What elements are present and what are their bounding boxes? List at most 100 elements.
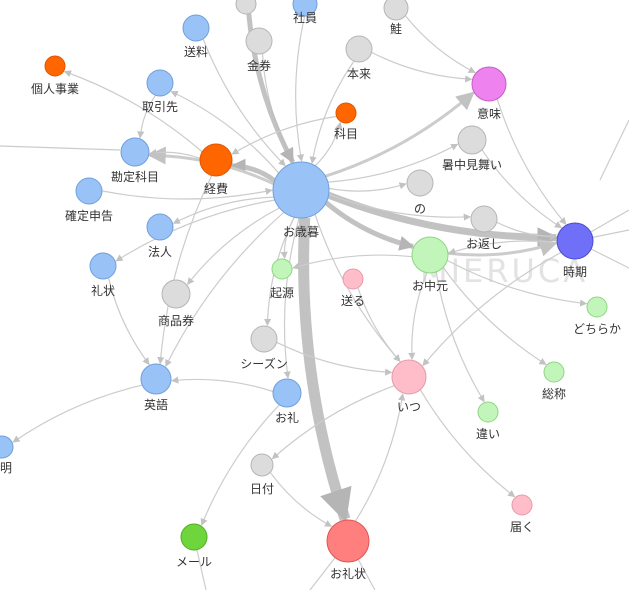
- node-torihiki[interactable]: 取引先: [142, 69, 178, 114]
- node-circle[interactable]: [477, 401, 499, 423]
- node-label: の: [414, 202, 426, 216]
- node-circle[interactable]: [411, 236, 449, 274]
- node-circle[interactable]: [182, 14, 210, 42]
- node-soryo[interactable]: 送料: [182, 14, 210, 59]
- node-shochu[interactable]: 暑中見舞い: [442, 125, 502, 172]
- node-kinken[interactable]: 金券: [245, 27, 273, 73]
- node-hizuke[interactable]: 日付: [250, 453, 274, 496]
- edge-oseibo-hojin: [172, 196, 274, 224]
- edge-kamoku-keihi: [231, 115, 337, 155]
- node-kakutei[interactable]: 確定申告: [65, 177, 113, 223]
- node-circle[interactable]: [245, 27, 273, 55]
- node-season[interactable]: シーズン: [240, 325, 288, 371]
- node-circle[interactable]: [556, 222, 594, 260]
- edge-ochugen-itsu: [408, 272, 428, 361]
- node-circle[interactable]: [250, 325, 278, 353]
- node-okaeshi[interactable]: お返し: [466, 205, 502, 251]
- node-jiki[interactable]: 時期: [556, 222, 594, 279]
- edge-eigo-mei: [12, 384, 143, 443]
- node-circle[interactable]: [0, 435, 14, 459]
- node-circle[interactable]: [457, 125, 487, 155]
- node-circle[interactable]: [250, 453, 274, 477]
- node-circle[interactable]: [271, 258, 293, 280]
- node-orei[interactable]: お礼: [272, 378, 302, 425]
- node-circle[interactable]: [345, 35, 373, 63]
- node-kamoku[interactable]: 科目: [334, 102, 358, 141]
- node-circle[interactable]: [44, 55, 66, 77]
- node-sake[interactable]: 鮭: [383, 0, 409, 36]
- node-shain[interactable]: 社員: [292, 0, 318, 25]
- node-keihi[interactable]: 経費: [199, 143, 233, 196]
- node-label: 確定申告: [65, 208, 113, 223]
- node-label: 違い: [476, 427, 500, 441]
- node-ochugen[interactable]: お中元: [411, 236, 449, 293]
- node-hojin[interactable]: 法人: [146, 213, 174, 259]
- node-reijo[interactable]: 礼状: [89, 252, 117, 298]
- node-circle[interactable]: [146, 213, 174, 241]
- node-circle[interactable]: [383, 0, 409, 21]
- node-okuru[interactable]: 送る: [341, 268, 365, 308]
- node-mail[interactable]: メール: [176, 523, 212, 569]
- node-label: 取引先: [142, 100, 178, 114]
- node-mei[interactable]: 明: [0, 435, 14, 475]
- node-circle[interactable]: [272, 378, 302, 408]
- node-shohinken[interactable]: 商品券: [158, 279, 194, 328]
- node-chigai[interactable]: 違い: [476, 401, 500, 441]
- node-honrai[interactable]: 本来: [345, 35, 373, 81]
- node-circle[interactable]: [140, 363, 172, 395]
- node-orei_jo[interactable]: お礼状: [326, 519, 370, 581]
- node-label: 科目: [334, 127, 358, 141]
- node-circle[interactable]: [470, 205, 498, 233]
- node-circle[interactable]: [199, 143, 233, 177]
- edge-shochu-jiki: [481, 149, 563, 229]
- edge-oseibo-eigo: [165, 211, 285, 367]
- node-label: 経費: [204, 181, 228, 196]
- node-circle[interactable]: [75, 177, 103, 205]
- node-dochiraka[interactable]: どちらか: [573, 296, 621, 336]
- node-circle[interactable]: [342, 268, 364, 290]
- node-circle[interactable]: [326, 519, 370, 563]
- edge-shain-oseibo: [295, 15, 306, 162]
- node-kanjo[interactable]: 勘定科目: [111, 137, 159, 184]
- node-label: 勘定科目: [111, 169, 159, 184]
- node-sosho[interactable]: 総称: [542, 361, 566, 401]
- node-kojin[interactable]: 個人事業: [31, 55, 79, 96]
- node-circle[interactable]: [543, 361, 565, 383]
- node-circle[interactable]: [471, 66, 507, 102]
- node-circle[interactable]: [391, 359, 427, 395]
- node-label: 送料: [184, 44, 208, 59]
- node-circle[interactable]: [335, 102, 357, 124]
- node-circle[interactable]: [586, 296, 608, 318]
- node-no[interactable]: の: [406, 169, 434, 216]
- node-eigo[interactable]: 英語: [140, 363, 172, 412]
- node-circle[interactable]: [272, 161, 330, 219]
- node-circle[interactable]: [406, 169, 434, 197]
- edge-oseibo-no: [328, 182, 407, 192]
- node-label: シーズン: [240, 356, 287, 371]
- node-label: お礼: [275, 410, 299, 425]
- node-imi[interactable]: 意味: [471, 66, 507, 121]
- node-label: 明: [0, 461, 12, 475]
- edge-oseibo-shohinken: [187, 207, 280, 285]
- node-itsu[interactable]: いつ: [391, 359, 427, 414]
- edge-honrai-oseibo: [309, 60, 355, 164]
- edge-jiki-itsu: [422, 251, 562, 367]
- node-label: 日付: [250, 482, 274, 496]
- node-label: 金券: [247, 58, 271, 73]
- node-circle[interactable]: [120, 137, 150, 167]
- node-circle[interactable]: [161, 279, 191, 309]
- node-label: 意味: [477, 106, 501, 121]
- node-circle[interactable]: [180, 523, 208, 551]
- node-circle[interactable]: [292, 0, 318, 17]
- node-kigen[interactable]: 起源: [270, 258, 294, 300]
- node-circle[interactable]: [89, 252, 117, 280]
- node-circle[interactable]: [511, 494, 533, 516]
- node-oseibo[interactable]: お歳暮: [272, 161, 330, 239]
- edge-keihi-kanjo: [149, 148, 201, 159]
- node-circle[interactable]: [146, 69, 174, 97]
- node-todoku[interactable]: 届く: [510, 494, 534, 534]
- node-top_small[interactable]: [235, 0, 257, 15]
- node-circle[interactable]: [235, 0, 257, 15]
- node-label: 総称: [542, 387, 566, 401]
